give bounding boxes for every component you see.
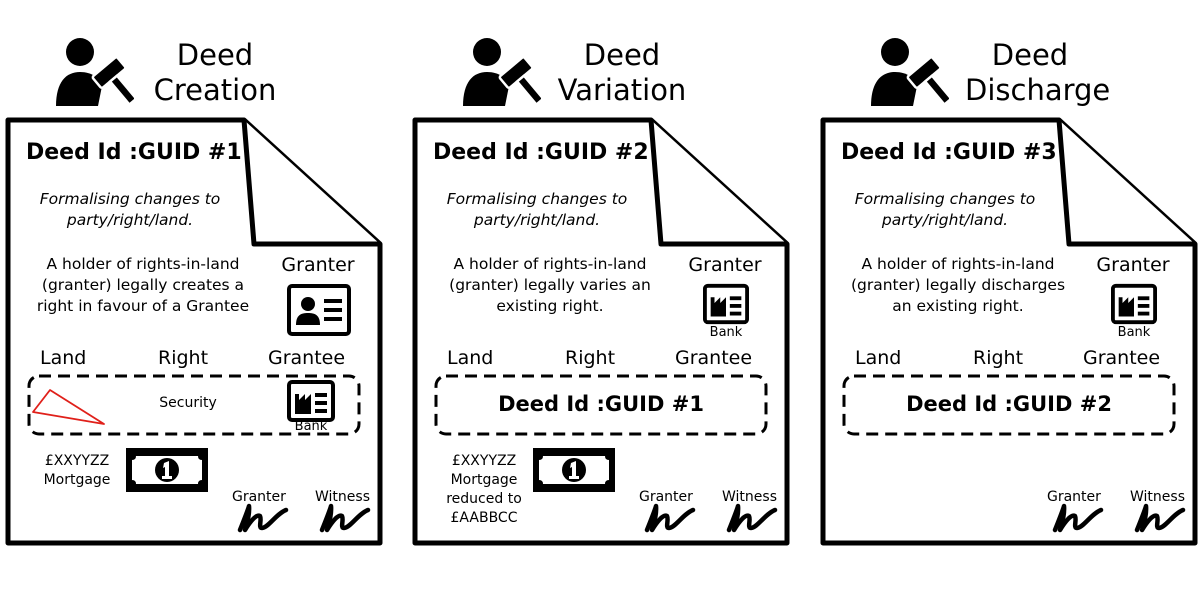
granter-signature-mark xyxy=(237,503,289,533)
deed-variation-panel: Deed Variation Deed Id :GUID #2 Formalis… xyxy=(407,0,807,594)
granter-bank-label: Bank xyxy=(709,325,743,340)
granter-label: Granter xyxy=(1096,254,1170,276)
id-card-icon xyxy=(287,284,351,336)
right-label: Right xyxy=(973,347,1024,369)
witness-signature-mark xyxy=(1134,503,1186,533)
land-label: Land xyxy=(447,347,494,369)
banknote-icon xyxy=(126,448,208,492)
deed-subtitle: Formalising changes to party/right/land. xyxy=(39,190,221,229)
land-right-grantee-box xyxy=(434,374,768,436)
land-right-grantee-box xyxy=(842,374,1176,436)
bank-icon xyxy=(703,283,749,325)
witness-signature-mark xyxy=(319,503,371,533)
grantee-bank-label: Bank xyxy=(294,419,328,434)
banknote-icon xyxy=(533,448,615,492)
land-parcel-shape xyxy=(32,389,105,425)
witness-signature-mark xyxy=(726,503,778,533)
document-outline xyxy=(820,117,1198,546)
right-label: Right xyxy=(565,347,616,369)
amount-text: £XXYYZZ Mortgage reduced to £AABBCC xyxy=(446,453,522,526)
deed-description: A holder of rights-in-land (granter) leg… xyxy=(850,255,1066,315)
person-gavel-icon xyxy=(871,38,949,107)
grantee-label: Grantee xyxy=(675,347,753,369)
document-outline xyxy=(412,117,790,546)
right-value: Security xyxy=(159,395,217,411)
deed-description: A holder of rights-in-land (granter) leg… xyxy=(36,255,250,315)
land-label: Land xyxy=(855,347,902,369)
referenced-deed-id: Deed Id :GUID #1 xyxy=(498,392,704,416)
witness-signature-label: Witness xyxy=(315,489,370,505)
deed-creation-panel: Deed Creation Deed Id :GUID #1 Formalisi… xyxy=(0,0,400,594)
witness-signature-label: Witness xyxy=(1130,489,1185,505)
granter-label: Granter xyxy=(688,254,762,276)
granter-signature-label: Granter xyxy=(232,489,286,505)
land-right-grantee-box xyxy=(27,374,361,436)
right-label: Right xyxy=(158,347,209,369)
grantee-label: Grantee xyxy=(268,347,346,369)
bank-icon xyxy=(287,380,335,422)
document-outline xyxy=(5,117,383,546)
panel-header-title: Deed Discharge xyxy=(965,38,1111,107)
person-gavel-icon xyxy=(463,38,541,107)
deed-id-label: Deed Id :GUID #2 xyxy=(433,140,649,165)
panel-header-title: Deed Creation xyxy=(153,38,277,107)
deed-description: A holder of rights-in-land (granter) leg… xyxy=(449,255,651,315)
granter-signature-label: Granter xyxy=(639,489,693,505)
deed-subtitle: Formalising changes to party/right/land. xyxy=(446,190,628,229)
deed-id-label: Deed Id :GUID #1 xyxy=(26,140,242,165)
deed-id-label: Deed Id :GUID #3 xyxy=(841,140,1057,165)
grantee-label: Grantee xyxy=(1083,347,1161,369)
deed-discharge-panel: Deed Discharge Deed Id :GUID #3 Formalis… xyxy=(815,0,1200,594)
amount-text: £XXYYZZ Mortgage xyxy=(43,453,111,488)
person-gavel-icon xyxy=(56,38,134,107)
bank-icon xyxy=(1111,283,1157,325)
granter-signature-label: Granter xyxy=(1047,489,1101,505)
granter-bank-label: Bank xyxy=(1117,325,1151,340)
granter-label: Granter xyxy=(281,254,355,276)
panel-header-title: Deed Variation xyxy=(557,38,687,107)
granter-signature-mark xyxy=(644,503,696,533)
land-label: Land xyxy=(40,347,87,369)
referenced-deed-id: Deed Id :GUID #2 xyxy=(906,392,1112,416)
granter-signature-mark xyxy=(1052,503,1104,533)
witness-signature-label: Witness xyxy=(722,489,777,505)
deed-subtitle: Formalising changes to party/right/land. xyxy=(854,190,1036,229)
